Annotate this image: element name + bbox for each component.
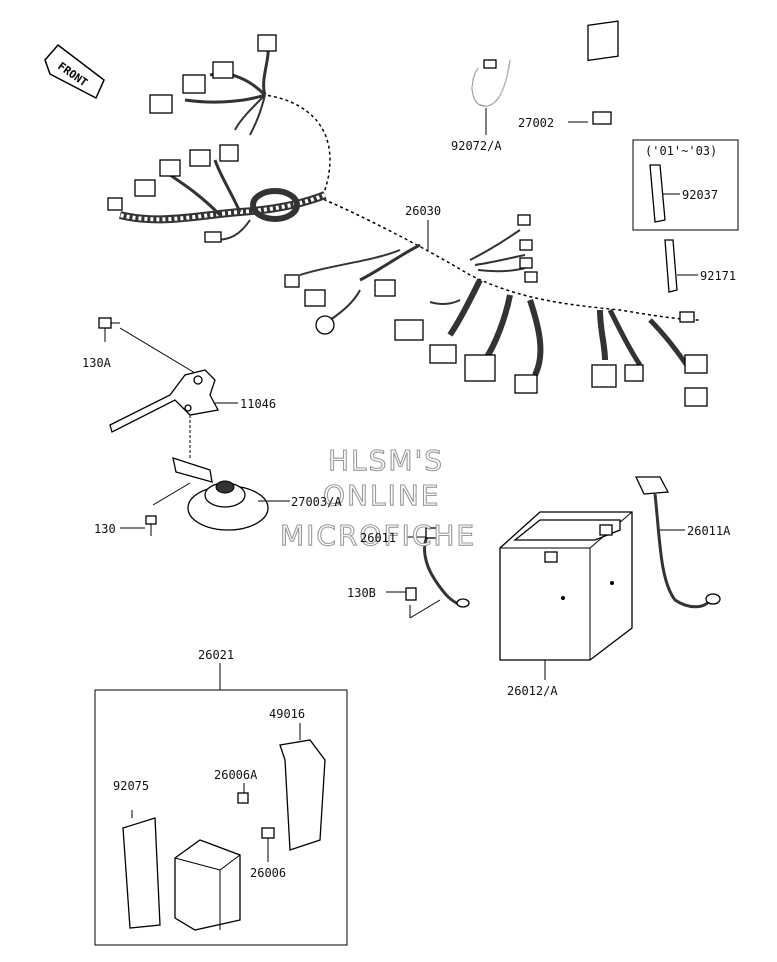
battery-26012a <box>499 511 633 680</box>
label-92037: 92037 <box>682 188 718 202</box>
bolt-130 <box>120 515 157 536</box>
part-labels: 92072/A 27002 ('01'~'03) 92037 26030 921… <box>82 116 736 880</box>
label-130b: 130B <box>347 586 376 600</box>
front-arrow: FRONT <box>44 43 105 100</box>
label-130a: 130A <box>82 356 112 370</box>
horn-27003a <box>152 457 290 531</box>
watermark-line-1: HLSM'S <box>328 444 444 477</box>
label-26030: 26030 <box>405 204 441 218</box>
watermark-line-3: MICROFICHE <box>280 519 476 552</box>
horn-bracket-11046 <box>98 317 238 460</box>
bracket-box-92037 <box>632 139 739 231</box>
label-92075: 92075 <box>113 779 149 793</box>
bracket-92171 <box>664 239 698 293</box>
label-26011a: 26011A <box>687 524 731 538</box>
label-26012a: 26012/A <box>507 684 558 698</box>
main-wiring-harness <box>107 34 708 407</box>
battery-cable-26011 <box>386 527 470 619</box>
label-26006a: 26006A <box>214 768 258 782</box>
junction-box-26021 <box>94 663 348 946</box>
watermark-line-2: ONLINE <box>323 479 440 512</box>
label-27002: 27002 <box>518 116 554 130</box>
label-11046: 11046 <box>240 397 276 411</box>
label-26021: 26021 <box>198 648 234 662</box>
label-92072a: 92072/A <box>451 139 502 153</box>
battery-cable-26011a <box>634 476 721 609</box>
watermark: HLSM'S ONLINE MICROFICHE <box>279 443 476 552</box>
tie-band-92072a <box>471 59 511 135</box>
label-26006: 26006 <box>250 866 286 880</box>
relay-27002 <box>568 20 619 125</box>
label-49016: 49016 <box>269 707 305 721</box>
label-92171: 92171 <box>700 269 736 283</box>
label-27003a: 27003/A <box>291 495 342 509</box>
label-01-03: ('01'~'03) <box>645 144 717 158</box>
label-26011: 26011 <box>360 531 396 545</box>
label-130: 130 <box>94 522 116 536</box>
